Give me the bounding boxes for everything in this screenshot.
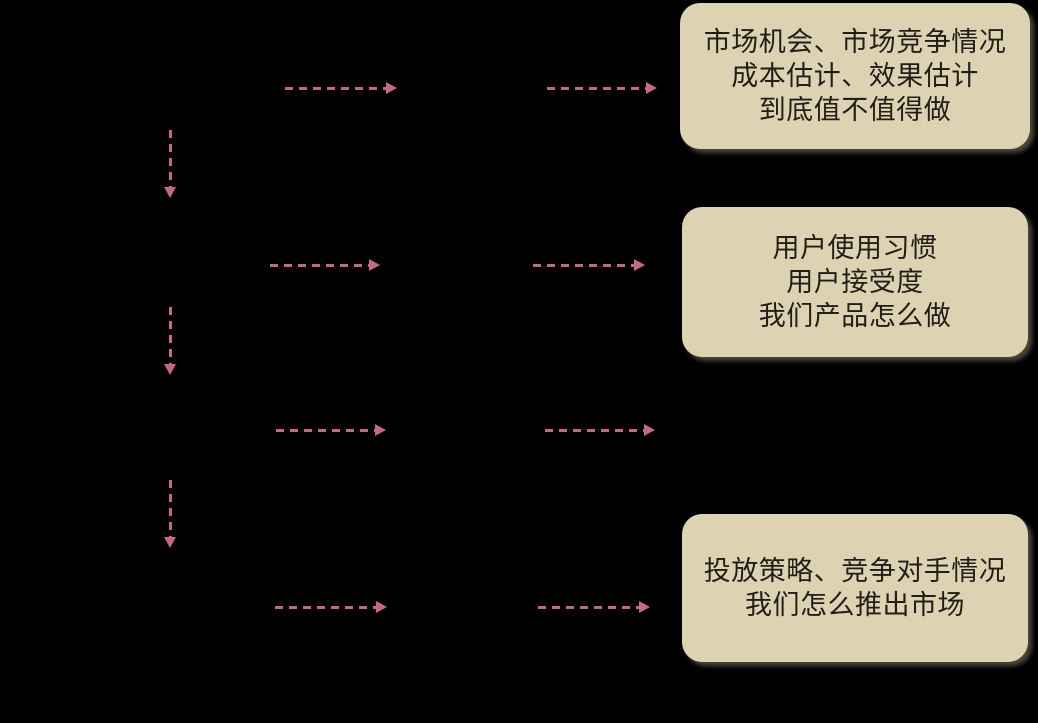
dashed-arrow-down bbox=[164, 307, 176, 375]
note-market-evaluation: 市场机会、市场竞争情况 成本估计、效果估计 到底值不值得做 bbox=[680, 3, 1030, 149]
dashed-arrow-down bbox=[164, 480, 176, 548]
arrow-shaft bbox=[168, 480, 172, 538]
note-line: 我们怎么推出市场 bbox=[745, 590, 965, 620]
arrow-shaft bbox=[533, 263, 635, 267]
arrow-shaft bbox=[270, 263, 370, 267]
dashed-arrow-right bbox=[270, 259, 380, 271]
arrow-shaft bbox=[276, 428, 376, 432]
arrow-head bbox=[369, 259, 380, 271]
note-user-product: 用户使用习惯 用户接受度 我们产品怎么做 bbox=[682, 207, 1028, 357]
arrow-shaft bbox=[285, 86, 387, 90]
arrow-shaft bbox=[275, 605, 377, 609]
arrow-head bbox=[644, 424, 655, 436]
dashed-arrow-right bbox=[538, 601, 650, 613]
arrow-shaft bbox=[538, 605, 640, 609]
arrow-head bbox=[386, 82, 397, 94]
dashed-arrow-right bbox=[545, 424, 655, 436]
arrow-shaft bbox=[547, 86, 647, 90]
arrow-shaft bbox=[168, 307, 172, 365]
note-line: 投放策略、竞争对手情况 bbox=[703, 556, 1007, 586]
dashed-arrow-right bbox=[285, 82, 397, 94]
arrow-head bbox=[376, 601, 387, 613]
note-line: 用户接受度 bbox=[786, 267, 924, 297]
arrow-head bbox=[164, 364, 176, 375]
note-line: 到底值不值得做 bbox=[758, 95, 952, 125]
dashed-arrow-right bbox=[533, 259, 645, 271]
arrow-head bbox=[634, 259, 645, 271]
dashed-arrow-right bbox=[547, 82, 657, 94]
note-line: 用户使用习惯 bbox=[772, 233, 938, 263]
note-line: 我们产品怎么做 bbox=[758, 301, 952, 331]
arrow-shaft bbox=[545, 428, 645, 432]
arrow-head bbox=[375, 424, 386, 436]
dashed-arrow-right bbox=[275, 601, 387, 613]
arrow-head bbox=[639, 601, 650, 613]
arrow-head bbox=[164, 537, 176, 548]
dashed-arrow-down bbox=[164, 130, 176, 198]
dashed-arrow-right bbox=[276, 424, 386, 436]
note-line: 市场机会、市场竞争情况 bbox=[703, 27, 1007, 57]
arrow-head bbox=[646, 82, 657, 94]
note-line: 成本估计、效果估计 bbox=[731, 61, 979, 91]
arrow-head bbox=[164, 187, 176, 198]
note-go-to-market: 投放策略、竞争对手情况 我们怎么推出市场 bbox=[682, 514, 1028, 662]
arrow-shaft bbox=[168, 130, 172, 188]
